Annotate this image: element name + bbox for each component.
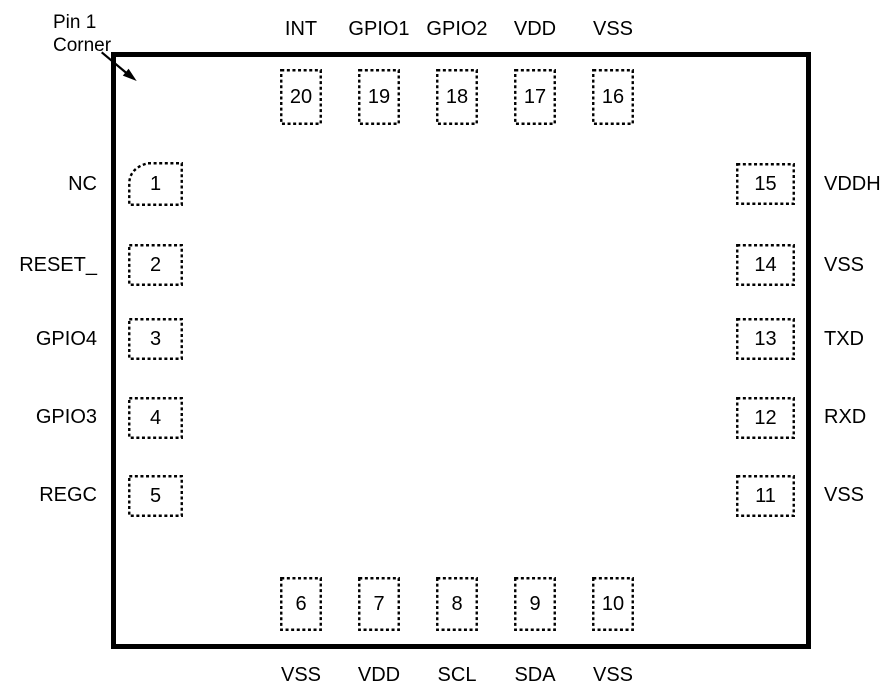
pin-6-label: VSS [280,664,322,686]
pin-17-outline [514,69,556,125]
pin-20: 20 [280,69,322,125]
pin-14-outline [736,244,795,286]
pin-4-label: GPIO3 [35,406,97,428]
pin-20-number: 20 [289,85,313,108]
pin-6-outline [280,577,322,631]
pin-15-label: VDDH [824,173,881,195]
pin-10-number: 10 [601,592,625,615]
pin-5-number: 5 [149,484,162,507]
pin-9-outline [514,577,556,631]
chip-package-outline [111,52,811,649]
pin-13-outline [736,318,795,360]
pin-7-label: VDD [357,664,401,686]
pin-15-number: 15 [754,172,777,195]
pin-12-outline [736,397,795,439]
pin-2-label: RESET_ [19,254,97,276]
pin-15-outline [736,163,795,205]
pin-8-label: SCL [437,664,477,686]
pin-10-label: VSS [592,664,634,686]
pin-5-outline [128,475,183,517]
pin-3-outline [128,318,183,360]
pin1-corner-annotation-line1: Pin 1 [53,12,97,33]
pin1-corner-annotation-line2: Corner [53,35,112,56]
pin-11-outline [736,475,795,517]
pin-9: 9 [514,577,556,631]
pin-7: 7 [358,577,400,631]
pin-16: 16 [592,69,634,125]
pin-12-number: 12 [754,406,777,429]
pin1-corner-arrow-icon [100,51,137,81]
pin-16-label: VSS [592,18,634,40]
pin-11-number: 11 [755,484,776,507]
pin-3: 3 [128,318,183,360]
pin-8: 8 [436,577,478,631]
pin-1-label: NC [68,173,97,195]
pin-13: 13 [736,318,795,360]
pin-11-label: VSS [824,484,865,506]
pin-3-number: 3 [149,327,162,350]
pin-18-label: GPIO2 [426,18,488,40]
pin-1: 1 [128,162,183,206]
pin-8-outline [436,577,478,631]
pin-10-outline [592,577,634,631]
pin-11: 11 [736,475,795,517]
pin-14-label: VSS [824,254,865,276]
pin-8-number: 8 [451,592,463,615]
pin-2: 2 [128,244,183,286]
pin-18-number: 18 [445,85,469,108]
pin-9-label: SDA [514,664,556,686]
pin-19-label: GPIO1 [348,18,410,40]
pin-2-outline [128,244,183,286]
pin1-corner-annotation: Pin 1 Corner [53,11,111,57]
pin-19-number: 19 [367,85,391,108]
pin-7-outline [358,577,400,631]
pin-4-outline [128,397,183,439]
pin-5: 5 [128,475,183,517]
pin-19: 19 [358,69,400,125]
pin-1-number: 1 [149,172,162,195]
pin-20-label: INT [284,18,318,40]
pin-10: 10 [592,577,634,631]
pin-4-number: 4 [149,406,162,429]
pin-9-number: 9 [529,592,541,615]
pin-17-label: VDD [513,18,557,40]
pin-12: 12 [736,397,795,439]
pin-7-number: 7 [373,592,385,615]
pin-6-number: 6 [295,592,307,615]
pin-12-label: RXD [824,406,867,428]
pin-14-number: 14 [754,253,777,276]
pin-14: 14 [736,244,795,286]
pin-13-number: 13 [754,327,777,350]
pin-18-outline [436,69,478,125]
pin-3-label: GPIO4 [35,328,97,350]
pin-17: 17 [514,69,556,125]
pin-4: 4 [128,397,183,439]
pin-20-outline [280,69,322,125]
pin-18: 18 [436,69,478,125]
pin-16-number: 16 [601,85,625,108]
pin-15: 15 [736,163,795,205]
pin-5-label: REGC [39,484,97,506]
pin-2-number: 2 [149,253,162,276]
pin-16-outline [592,69,634,125]
pin-19-outline [358,69,400,125]
pin-13-label: TXD [824,328,864,350]
pin-6: 6 [280,577,322,631]
pin-17-number: 17 [523,85,547,108]
